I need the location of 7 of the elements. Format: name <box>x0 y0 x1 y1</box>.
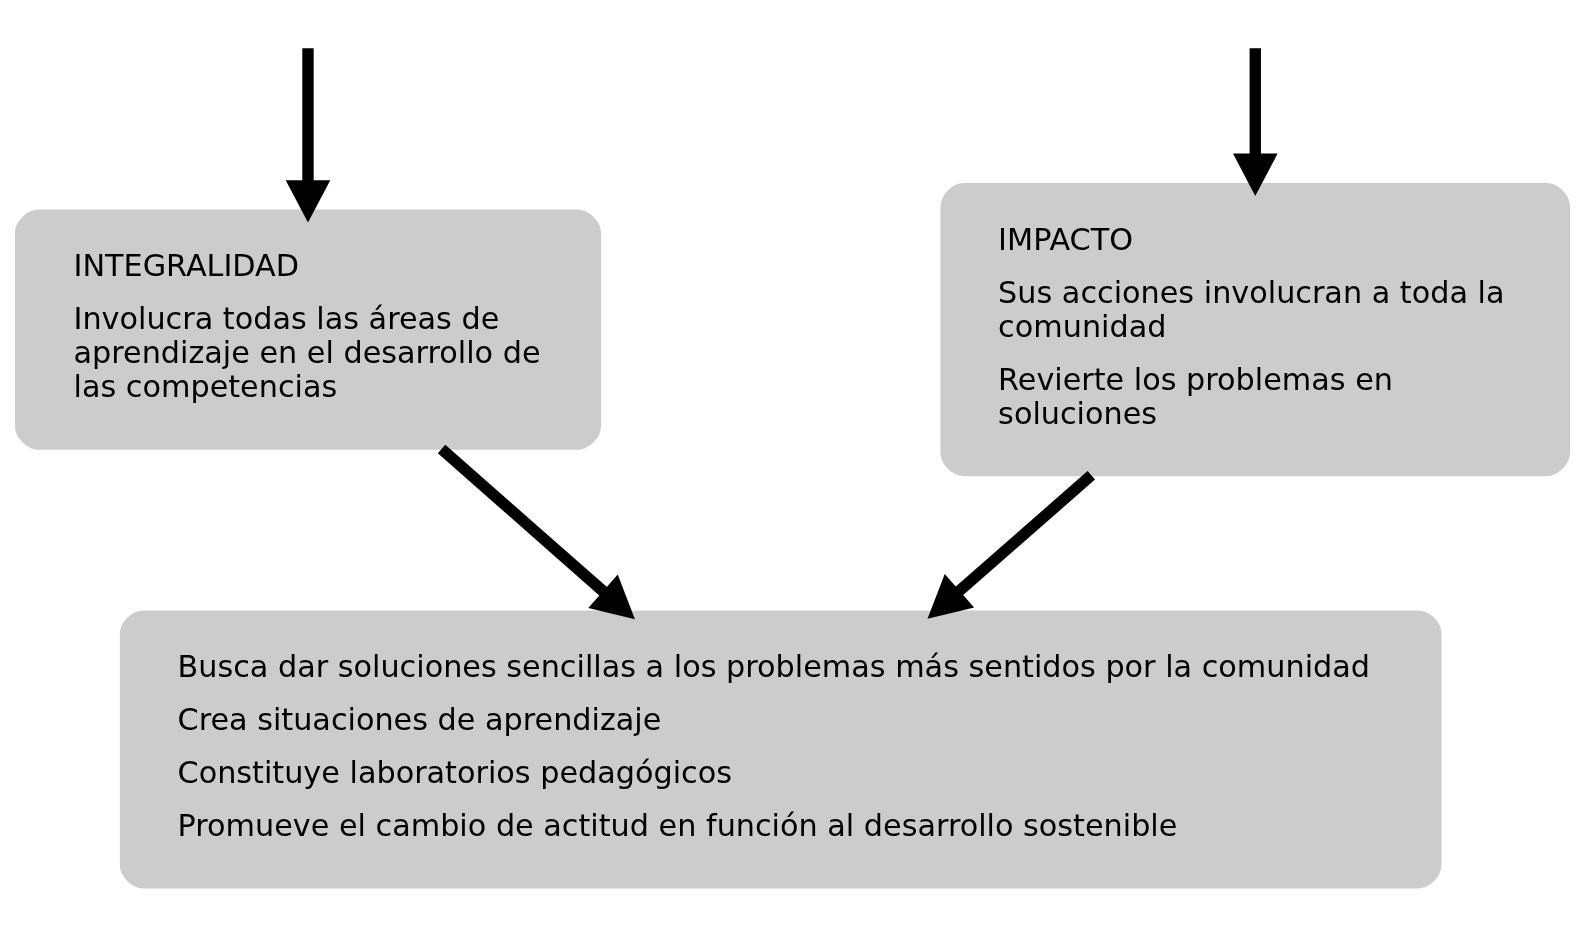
arrow <box>285 48 331 223</box>
arrow <box>437 444 635 620</box>
node-box: IMPACTO Sus acciones involucran a toda la comunidad Revierte los problemas en soluciones <box>940 183 1571 477</box>
arrow <box>1233 48 1278 197</box>
node-box: Busca dar soluciones sencillas a los problemas más sentidos por la comunidad Crea situaciones de aprendizaje Constituye laboratorios pedagógicos Promueve el cambio de actitud en función al desarrollo sostenible <box>119 610 1442 889</box>
arrow <box>927 471 1096 619</box>
node-box: INTEGRALIDAD Involucra todas las áreas de aprendizaje en el desarrollo de las competencias <box>14 209 602 450</box>
